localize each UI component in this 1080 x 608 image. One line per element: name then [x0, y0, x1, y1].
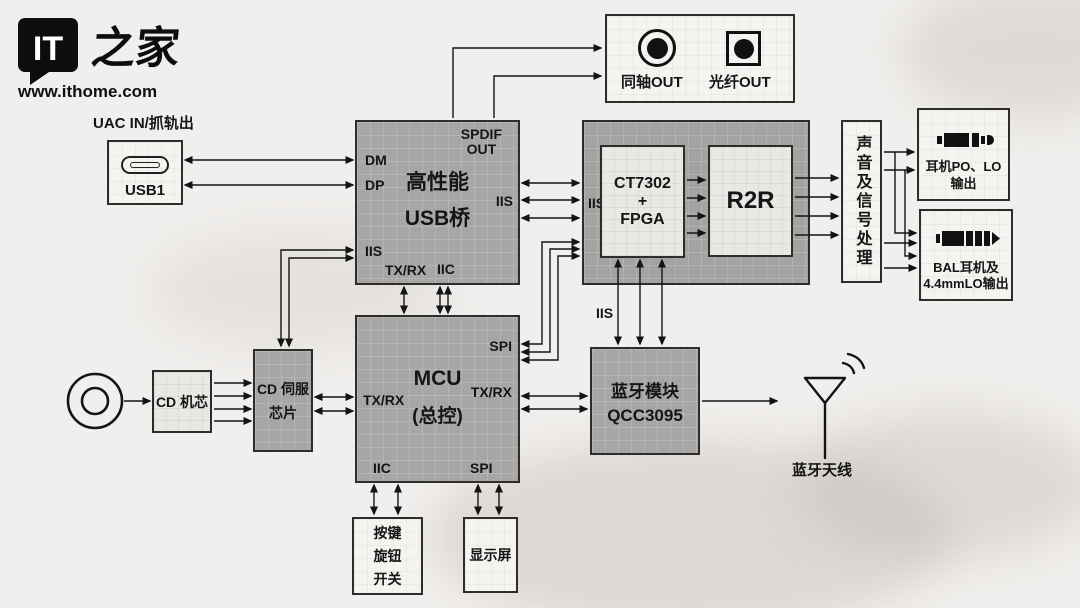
cd-servo-block: CD 伺服 芯片 [253, 349, 313, 452]
pin-spdif-label2: OUT [466, 140, 497, 157]
cd-servo-label2: 芯片 [269, 404, 297, 421]
headphone-jack-icon [937, 133, 994, 147]
bluetooth-antenna-icon [803, 352, 866, 460]
uac-in-caption: UAC IN/抓轨出 [93, 115, 194, 132]
audio-processing-label: 声音及信号处理 [853, 135, 871, 268]
conn-usb1-bridge [183, 156, 355, 189]
conn-spdif-out [452, 44, 603, 118]
display-block: 显示屏 [463, 517, 518, 593]
pin-spi-right-label: SPI [489, 338, 512, 354]
coax-jack-icon [638, 29, 676, 67]
pin-dm-label: DM [365, 152, 387, 168]
conn-bridge-cdservo-iis [277, 246, 355, 348]
plus-label: + [637, 192, 648, 210]
cd-servo-label1: CD 伺服 [256, 380, 310, 397]
ithome-logo-icon: IT [18, 18, 78, 85]
cd-mechanism-block: CD 机芯 [152, 370, 212, 433]
pin-iis-left-label: IIS [365, 243, 383, 259]
mcu-title: MCU [413, 367, 462, 390]
logo-cn-calligraphy: 之家 [88, 23, 183, 74]
headphone-out-label2: 输出 [950, 176, 977, 191]
pin-iic-bottom-label: IIC [373, 460, 391, 477]
usb1-port-box: USB1 [107, 140, 183, 205]
pin-txrx-right-label: TX/RX [470, 384, 512, 400]
pin-dp-label: DP [365, 177, 385, 193]
fpga-label: FPGA [620, 210, 665, 228]
mcu-block: SPI MCU (总控) TX/RX TX/RX IIC SPI [355, 315, 520, 483]
pin-spi-bottom-label: SPI [470, 460, 493, 477]
usb-bridge-block: SPDIF OUT DM DP 高性能 USB桥 IIS IIS TX/RX I… [355, 120, 520, 285]
optical-out-label: 光纤OUT [709, 74, 771, 91]
mcu-subtitle: (总控) [412, 406, 463, 427]
conn-mcu-display [474, 483, 503, 516]
headphone-out-box: 耳机PO、LO 输出 [917, 108, 1010, 201]
logo-text: IT [33, 30, 63, 68]
balanced-out-label2: 4.4mmLO输出 [923, 276, 1009, 291]
cd-mech-label: CD 机芯 [155, 393, 209, 410]
btn-label3: 开关 [373, 571, 402, 587]
usb-bridge-title2: USB桥 [404, 207, 471, 230]
usb-c-port-icon [121, 156, 169, 174]
conn-servo-mcu [313, 393, 355, 415]
conn-mcu-bt [520, 392, 589, 413]
background-ghost-photo [800, 410, 1080, 560]
conn-mcu-buttons [370, 483, 402, 516]
bt-antenna-label: 蓝牙天线 [792, 462, 853, 479]
btn-label2: 旋钮 [373, 548, 402, 564]
headphone-out-label1: 耳机PO、LO [925, 159, 1002, 174]
background-ghost-photo [900, 0, 1080, 120]
pin-spdif-label: SPDIF [460, 126, 502, 142]
optical-jack-icon [726, 31, 761, 66]
conn-mcu-dac-spi [520, 238, 581, 364]
website-url: www.ithome.com [18, 82, 158, 101]
balanced-out-box: BAL耳机及 4.4mmLO输出 [919, 209, 1013, 301]
conn-bridge-mcu [400, 285, 452, 315]
pin-iis-right-label: IIS [495, 193, 513, 209]
conn-bridge-dac-iis [520, 179, 581, 222]
pin-txrx-label: TX/RX [385, 262, 427, 279]
r2r-block: R2R [708, 145, 793, 257]
bt-title: 蓝牙模块 [611, 381, 679, 401]
coax-out-label: 同轴OUT [621, 74, 683, 91]
bt-chip: QCC3095 [607, 405, 683, 425]
btn-label1: 按键 [373, 525, 402, 541]
bt-iis-label: IIS [596, 305, 614, 321]
usb1-label: USB1 [124, 182, 165, 199]
cd-disc-icon [66, 372, 124, 430]
digital-out-box: 同轴OUT 光纤OUT [605, 14, 795, 103]
balanced-jack-icon [936, 231, 1000, 246]
ct7302-fpga-block: CT7302 + FPGA [600, 145, 685, 258]
usb-bridge-title1: 高性能 [406, 171, 469, 194]
display-label: 显示屏 [469, 547, 512, 563]
bluetooth-module-block: 蓝牙模块 QCC3095 [590, 347, 700, 455]
pin-iic-label: IIC [437, 261, 455, 278]
balanced-out-label1: BAL耳机及 [933, 260, 999, 275]
buttons-knobs-block: 按键 旋钮 开关 [352, 517, 423, 595]
audio-processing-block: 声音及信号处理 [841, 120, 882, 283]
conn-processing-outputs [884, 148, 918, 272]
ct7302-label: CT7302 [614, 174, 671, 192]
pin-txrx-left-label: TX/RX [363, 392, 405, 408]
r2r-label: R2R [726, 187, 775, 214]
